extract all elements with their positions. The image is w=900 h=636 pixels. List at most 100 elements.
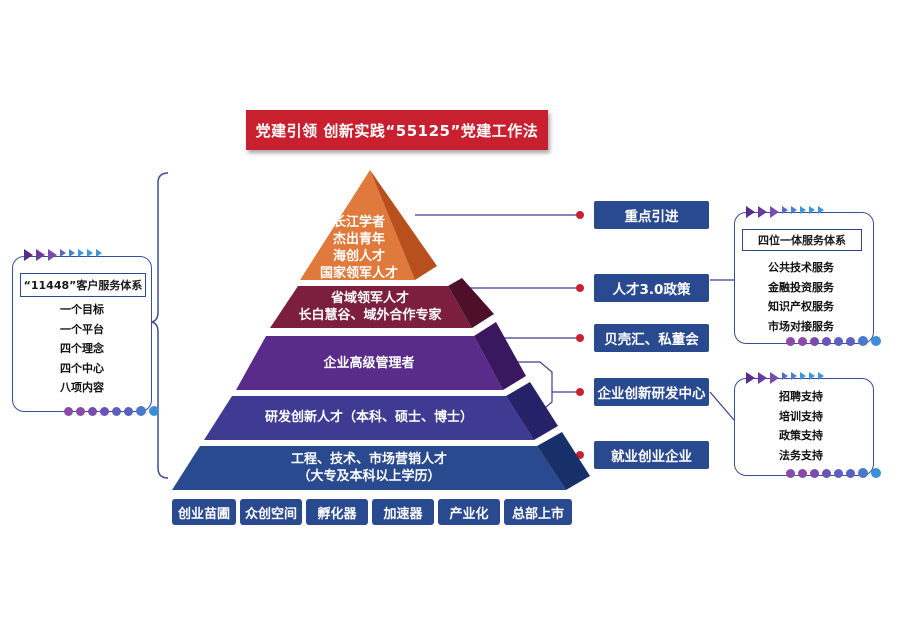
list-item: 法务支持 [779, 448, 823, 462]
triangle-arrow-icon [96, 249, 102, 257]
right-bottom-panel-dots [786, 468, 881, 478]
right-bottom-panel-arrows [746, 372, 824, 384]
dot-icon [846, 336, 855, 346]
right-top-panel-dots [786, 336, 881, 346]
dot-icon [822, 468, 831, 478]
pyramid-level-2-side [448, 278, 494, 328]
left-panel-arrows [24, 249, 102, 261]
right-bottom-panel [734, 378, 874, 476]
connector-dots [576, 211, 584, 459]
dot-icon [834, 336, 843, 346]
dot-icon [871, 468, 881, 478]
stage-button-5[interactable]: 产业化 [438, 499, 500, 525]
triangle-arrow-icon [746, 372, 755, 384]
pyramid-level-5-text: 工程、技术、市场营销人才 （大专及本科以上学历） [290, 452, 447, 484]
triangle-arrow-icon [770, 206, 779, 218]
dot-icon [810, 468, 819, 478]
triangle-arrow-icon [800, 372, 806, 380]
left-panel-list: 一个目标 一个平台 四个理念 四个中心 八项内容 [20, 300, 144, 398]
triangle-arrow-icon [791, 372, 797, 380]
triangle-arrow-icon [24, 249, 33, 261]
list-item: 一个平台 [60, 322, 104, 336]
list-item: 金融投资服务 [768, 280, 834, 294]
list-item: 市场对接服务 [768, 319, 834, 333]
right-top-panel-arrows [746, 206, 824, 218]
triangle-arrow-icon [69, 249, 75, 257]
pyramid-level-1-text: 长江学者 杰出青年 海创人才 国家领军人才 [319, 215, 398, 281]
right-button-key-introduction[interactable]: 重点引进 [594, 201, 709, 229]
pyramid-level-2-text: 省域领军人才 长白慧谷、域外合作专家 [298, 291, 442, 323]
stage-button-4[interactable]: 加速器 [372, 499, 434, 525]
list-item: 四个理念 [60, 342, 104, 355]
dot-icon [871, 336, 881, 346]
stage-button-3[interactable]: 孵化器 [306, 499, 368, 525]
list-item: 知识产权服务 [768, 300, 834, 313]
list-item: 招聘支持 [779, 390, 823, 403]
dot-icon [149, 406, 159, 416]
dot-icon [810, 336, 819, 346]
triangle-arrow-icon [746, 206, 755, 218]
list-item: 八项内容 [60, 381, 104, 394]
page-title: 党建引领 创新实践“55125”党建工作法 [246, 110, 548, 150]
dot-icon [112, 406, 121, 416]
left-panel-dots [64, 406, 159, 416]
dot-icon [88, 406, 97, 416]
triangle-arrow-icon [36, 249, 45, 261]
right-button-rd-center[interactable]: 企业创新研发中心 [594, 378, 709, 406]
dot-icon [136, 406, 146, 416]
right-bottom-panel-list: 招聘支持 培训支持 政策支持 法务支持 [742, 387, 860, 465]
triangle-arrow-icon [818, 372, 824, 380]
triangle-arrow-icon [791, 206, 797, 214]
pyramid-level-4-side [506, 382, 558, 440]
right-button-talent-policy[interactable]: 人才3.0政策 [594, 274, 709, 302]
stage-button-6[interactable]: 总部上市 [504, 499, 572, 525]
list-item: 公共技术服务 [768, 261, 834, 274]
right-button-shell-club[interactable]: 贝壳汇、私董会 [594, 324, 709, 352]
triangle-arrow-icon [60, 249, 66, 257]
dot-icon [846, 468, 855, 478]
triangle-arrow-icon [782, 372, 788, 380]
triangle-arrow-icon [87, 249, 93, 257]
dot-icon [858, 468, 868, 478]
pyramid-level-2-front [270, 286, 472, 328]
pyramid-level-3-side [474, 322, 526, 390]
triangle-arrow-icon [818, 206, 824, 214]
triangle-arrow-icon [809, 372, 815, 380]
dot-icon [76, 406, 85, 416]
pyramid-level-3-front [236, 336, 503, 390]
triangle-arrow-icon [809, 206, 815, 214]
list-item: 四个中心 [60, 361, 104, 375]
dot-icon [786, 336, 795, 346]
triangle-arrow-icon [800, 206, 806, 214]
right-top-panel-title: 四位一体服务体系 [742, 229, 862, 251]
triangle-arrow-icon [770, 372, 779, 384]
stage-button-1[interactable]: 创业苗圃 [172, 499, 236, 525]
stage-button-2[interactable]: 众创空间 [240, 499, 302, 525]
triangle-arrow-icon [758, 372, 767, 384]
triangle-arrow-icon [78, 249, 84, 257]
pyramid-level-3-text: 企业高级管理者 [323, 356, 415, 371]
right-top-panel-list: 公共技术服务 金融投资服务 知识产权服务 市场对接服务 [742, 258, 860, 336]
pyramid-level-5-front [172, 446, 566, 490]
triangle-arrow-icon [48, 249, 57, 261]
dot-icon [786, 468, 795, 478]
left-panel-title: “11448”客户服务体系 [20, 273, 146, 297]
pyramid-level-4-front [204, 396, 534, 440]
dot-icon [834, 468, 843, 478]
triangle-arrow-icon [758, 206, 767, 218]
dot-icon [798, 336, 807, 346]
dot-icon [858, 336, 868, 346]
pyramid-level-1-side [370, 170, 437, 280]
list-item: 一个目标 [60, 303, 104, 316]
left-brace [149, 172, 169, 479]
list-item: 培训支持 [779, 409, 823, 423]
dot-icon [124, 406, 133, 416]
list-item: 政策支持 [779, 429, 823, 442]
pyramid-level-1-front [300, 170, 415, 280]
dot-icon [822, 336, 831, 346]
pyramid-level-4-text: 研发创新人才（本科、硕士、博士） [264, 410, 473, 425]
dot-icon [64, 406, 73, 416]
pyramid-level-5-side [537, 432, 590, 490]
right-button-employment[interactable]: 就业创业企业 [594, 441, 709, 469]
